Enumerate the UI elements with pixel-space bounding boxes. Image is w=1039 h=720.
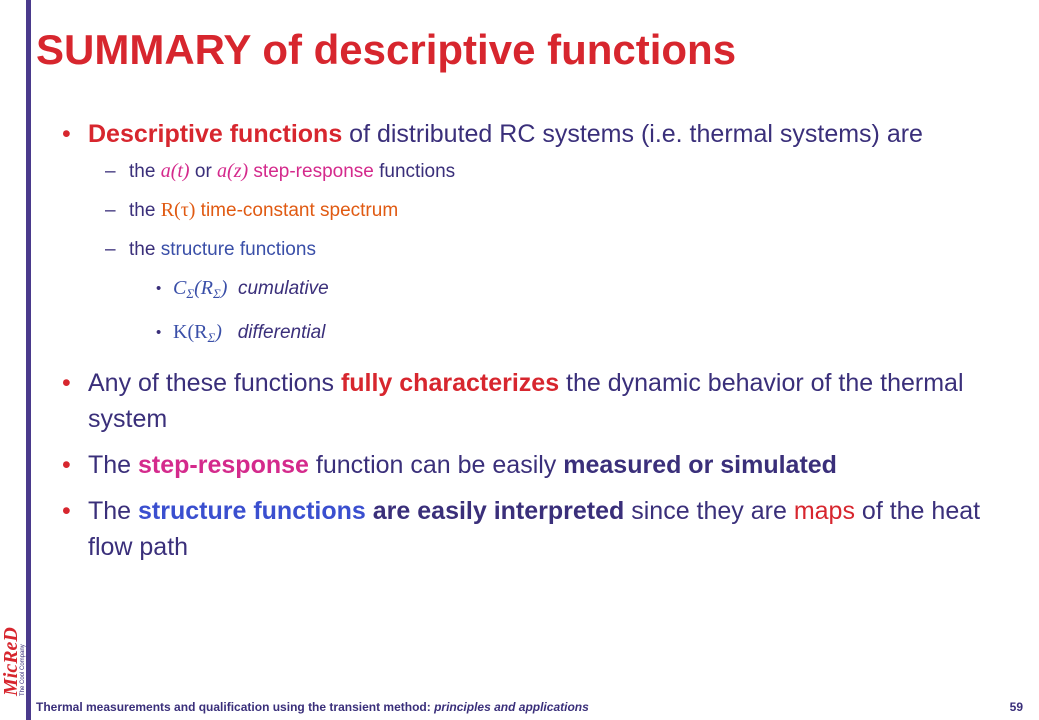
sub-3-text-a: the — [129, 239, 161, 260]
page-number: 59 — [1009, 700, 1023, 714]
sub-1-text-b: or — [189, 161, 218, 182]
sub-step-response: –the a(t) or a(z) step-response function… — [56, 152, 1016, 191]
sub-2-text-a: the — [129, 200, 161, 221]
dash-3: – — [105, 239, 116, 260]
logo-tagline: The Cool Company — [20, 644, 26, 696]
micred-logo: MicReD The Cool Company — [0, 627, 26, 697]
bullet-fully-characterizes: Any of these functions fully characteriz… — [56, 365, 1016, 437]
bullet-1-emphasis: Descriptive functions — [88, 120, 343, 148]
logo-text: MicReD — [0, 627, 22, 697]
left-accent-bar — [26, 0, 31, 720]
bullet-3-emphasis-2: measured or simulated — [563, 451, 837, 479]
bullet-descriptive-functions: Descriptive functions of distributed RC … — [56, 116, 1016, 152]
bullet-4-maps: maps — [793, 497, 855, 525]
sub-1-math-at: a(t) — [160, 160, 190, 182]
subsub-1-idx-2: Σ — [212, 286, 221, 301]
dash-1: – — [105, 161, 116, 182]
footer-main: Thermal measurements and qualification u… — [36, 700, 435, 714]
bullet-2-text-a: Any of these functions — [88, 369, 341, 397]
sub-1-math-az: a(z) — [217, 160, 249, 182]
sub-structure-functions: –the structure functions — [56, 230, 1016, 269]
subsub-2-idx: Σ — [207, 330, 216, 345]
sub-time-constant: –the R(τ) time-constant spectrum — [56, 191, 1016, 230]
bullet-4-text-f: of the heat flow path — [88, 497, 981, 561]
footer-text: Thermal measurements and qualification u… — [36, 700, 589, 714]
sub-2-text-b: time-constant spectrum — [195, 200, 399, 221]
subsub-2-math-k: K(R — [173, 321, 208, 343]
subsub-2-text: differential — [237, 322, 326, 343]
bullet-2-emphasis: fully characterizes — [340, 369, 560, 397]
sub-1-text-d: functions — [373, 161, 456, 182]
bullet-step-response: The step-response function can be easily… — [56, 447, 1016, 483]
subsub-1-math-r: (R — [194, 277, 213, 299]
bullet-3-emphasis: step-response — [138, 451, 309, 479]
footer-italic: principles and applications — [434, 700, 589, 714]
slide-title: SUMMARY of descriptive functions — [36, 26, 737, 73]
subsub-1-idx-1: Σ — [186, 286, 195, 301]
bullet-2-text-c: the dynamic behavior of the thermal syst… — [88, 369, 964, 433]
bullet-3-text-a: The — [88, 451, 139, 479]
subsub-1-math-close: ) — [220, 277, 228, 299]
bullet-structure-functions: The structure functions are easily inter… — [56, 493, 1016, 565]
bullet-4-text-d: since they are — [624, 497, 794, 525]
dash-2: – — [105, 200, 116, 221]
subsub-2-math-close: ) — [215, 321, 222, 343]
subsub-1-text: cumulative — [237, 278, 329, 299]
sub-1-text-a: the — [129, 161, 161, 182]
bullet-4-text-a: The — [88, 497, 139, 525]
bullet-3-text-c: function can be easily — [308, 451, 564, 479]
sub-3-text-b: structure functions — [160, 239, 316, 260]
bullet-4-emphasis: structure functions — [138, 497, 366, 525]
slide-content: Descriptive functions of distributed RC … — [56, 116, 1016, 565]
sub-2-math-rtau: R(τ) — [160, 199, 196, 221]
subsub-differential: K(RΣ) differential — [56, 313, 1016, 357]
sub-1-text-c: step-response — [248, 161, 374, 182]
bullet-1-text: of distributed RC systems (i.e. thermal … — [342, 120, 923, 148]
bullet-4-emphasis-2: are easily interpreted — [365, 497, 625, 525]
subsub-cumulative: CΣ(RΣ) cumulative — [56, 269, 1016, 313]
subsub-1-math-c: C — [173, 277, 187, 299]
